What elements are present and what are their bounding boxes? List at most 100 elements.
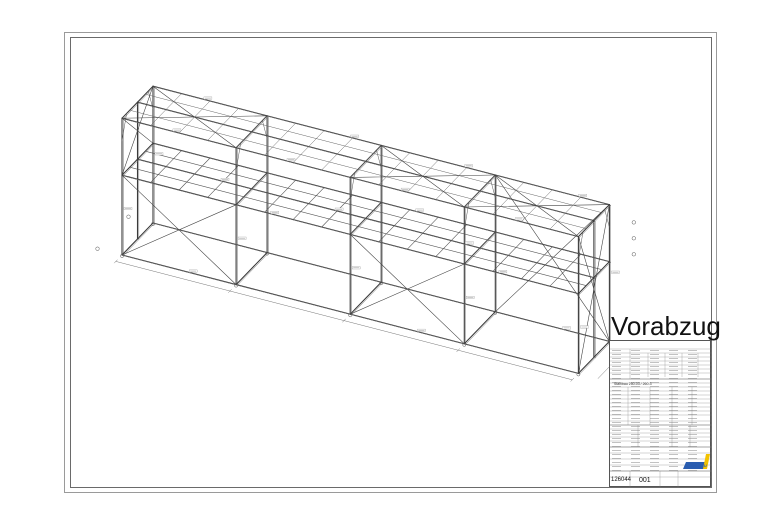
knee-brace (578, 231, 584, 260)
transverse-beam-edge (465, 175, 497, 208)
floor-stringer (129, 166, 587, 286)
floor-joist (292, 187, 325, 220)
transverse-beam-edge (579, 341, 611, 375)
roof-stringer (144, 93, 602, 213)
roof-purlin (492, 182, 525, 215)
knee-brace (490, 179, 496, 199)
floor-joist (406, 216, 439, 250)
floor-joist (549, 253, 582, 287)
floor-joist (264, 179, 296, 213)
transverse-beam-edge (237, 252, 269, 286)
base-plate (265, 251, 269, 256)
dimension-tick (456, 348, 460, 353)
roof-bracing (380, 145, 465, 208)
base-plate (120, 254, 124, 258)
wall-bracing (121, 174, 237, 285)
sheet-outer-border (64, 32, 717, 493)
base-plate (462, 342, 467, 347)
transverse-beam-edge (351, 202, 383, 236)
roof-purlin (435, 167, 467, 200)
transverse-beam-edge (579, 204, 611, 238)
grid-marker (126, 214, 131, 219)
knee-brace (235, 142, 241, 171)
knee-brace (262, 120, 268, 139)
roof-purlin (150, 93, 182, 126)
grid-marker (631, 236, 636, 241)
floor-joist (178, 157, 211, 191)
sheet-number: 001 (639, 477, 651, 484)
dimension-tick (342, 318, 346, 323)
transverse-beam-edge (237, 173, 269, 206)
roof-purlin (292, 130, 325, 163)
grid-marker (631, 252, 636, 257)
drawing-number: 126044 (611, 477, 632, 483)
knee-brace (349, 172, 356, 201)
sheet-inner-border (70, 37, 712, 488)
knee-brace (604, 209, 610, 228)
transverse-beam (463, 311, 496, 345)
transverse-beam (121, 222, 154, 256)
floor-joist (235, 172, 268, 206)
grid-marker (95, 246, 100, 251)
wall-bracing (349, 234, 465, 345)
floor-joist (378, 209, 411, 243)
transverse-beam-edge (351, 282, 383, 316)
transverse-beam (121, 85, 154, 119)
roof-bracing (152, 85, 237, 149)
roof-stringer (129, 109, 587, 229)
floor-stringer (144, 150, 602, 270)
transverse-beam-edge (465, 232, 497, 265)
transverse-beam (577, 261, 610, 295)
roof-purlin (264, 122, 296, 156)
base-plate (151, 222, 155, 226)
wall-bracing (494, 174, 610, 342)
floor-joist (150, 150, 182, 183)
company-logo-icon (683, 462, 708, 469)
base-plate (234, 283, 238, 288)
grid-marker (631, 220, 636, 225)
knee-brace (376, 149, 382, 169)
floor-joist (521, 246, 553, 280)
roof-purlin (378, 152, 410, 186)
roof-purlin (207, 108, 239, 141)
knee-brace (464, 201, 470, 231)
order-reference: Stahlbau 250-03 / 260-3 (614, 382, 652, 386)
transverse-beam-edge (351, 145, 383, 179)
roof-bracing (494, 174, 579, 237)
transverse-beam (577, 204, 610, 238)
roof-purlin (464, 174, 496, 208)
roof-purlin (235, 115, 268, 149)
knee-brace (148, 90, 154, 110)
transverse-beam-edge (123, 86, 155, 120)
transverse-beam (349, 281, 382, 315)
roof-purlin (549, 196, 582, 230)
transverse-beam-edge (465, 312, 497, 345)
transverse-beam-edge (579, 261, 611, 295)
transverse-beam (121, 142, 154, 176)
end-bracing (121, 117, 154, 144)
company-logo-text: STAHLBAU (685, 463, 707, 468)
knee-brace (121, 113, 127, 142)
floor-joist (321, 194, 353, 228)
base-plate (576, 372, 581, 377)
end-bracing (578, 236, 610, 342)
dimension-tick (570, 377, 575, 382)
floor-joist (349, 202, 382, 235)
roof-purlin (349, 145, 382, 178)
transverse-beam-edge (123, 143, 155, 177)
dimension-tick (114, 259, 118, 264)
transverse-beam-edge (123, 223, 155, 256)
base-plate (379, 281, 384, 286)
roof-purlin (321, 137, 353, 171)
transverse-beam (235, 252, 268, 286)
title-block-grid (610, 348, 712, 488)
transverse-beam-edge (237, 116, 269, 149)
floor-joist (435, 224, 468, 257)
base-plate (493, 310, 498, 315)
transverse-beam (577, 340, 610, 374)
floor-joist (207, 165, 239, 198)
floor-joist (463, 231, 496, 265)
preliminary-stamp: Vorabzug (611, 311, 721, 341)
